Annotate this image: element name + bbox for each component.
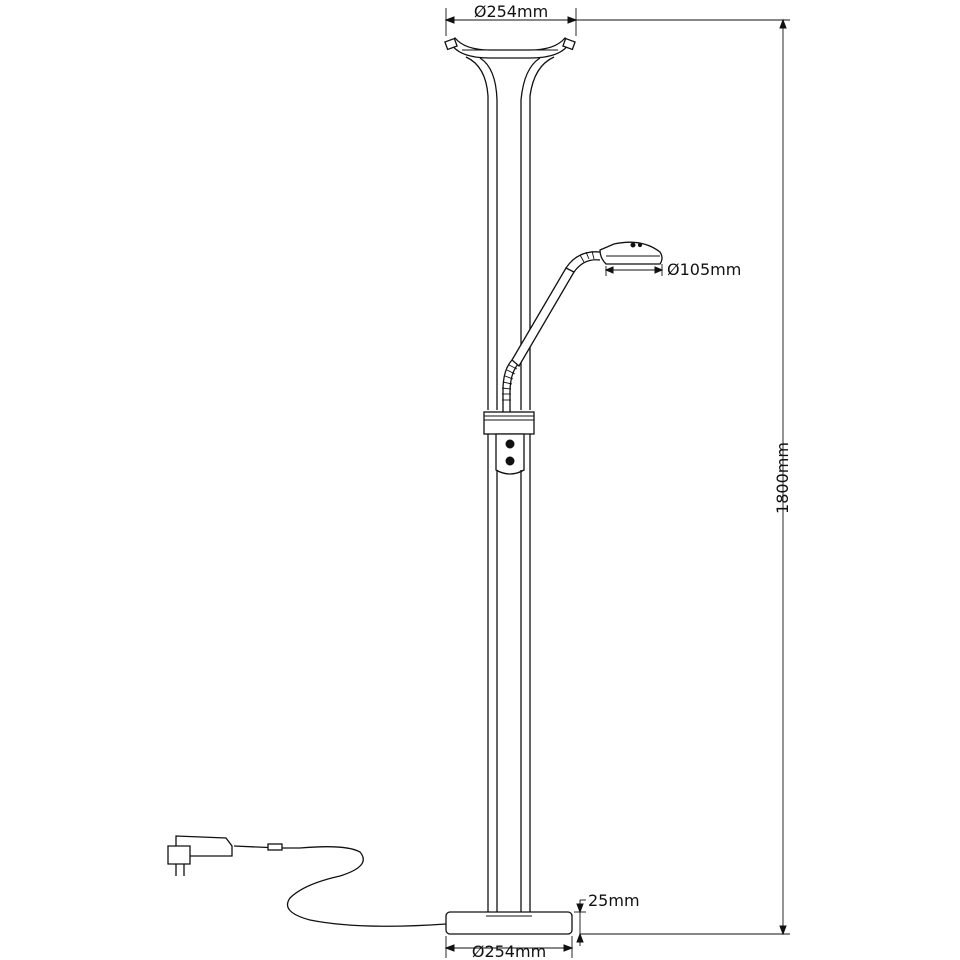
top-diameter-label: Ø254mm bbox=[474, 2, 548, 21]
uplight-bowl bbox=[444, 37, 576, 410]
reading-lamp-diameter-label: Ø105mm bbox=[667, 260, 741, 279]
height-label: 1800mm bbox=[773, 442, 792, 514]
lower-stems bbox=[487, 434, 531, 912]
coupler-block bbox=[483, 411, 535, 475]
base-thickness-label: 25mm bbox=[588, 891, 640, 910]
base bbox=[445, 911, 573, 935]
base-diameter-label: Ø254mm bbox=[472, 942, 546, 960]
reading-arm bbox=[501, 241, 663, 412]
power-cable bbox=[167, 835, 447, 927]
dimension-lines bbox=[444, 8, 790, 958]
